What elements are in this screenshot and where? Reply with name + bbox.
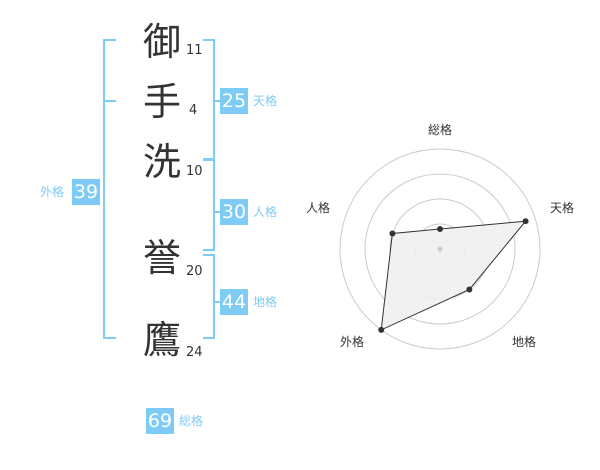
chikaku-label: 地格 bbox=[253, 295, 278, 309]
name-char-5: 鷹 bbox=[142, 318, 181, 362]
tenkaku-label: 天格 bbox=[253, 94, 278, 108]
stroke-count-5: 24 bbox=[186, 345, 203, 360]
radar-ring-3 bbox=[364, 173, 516, 325]
gaikaku-label: 外格 bbox=[40, 185, 65, 199]
name-char-3: 洗 bbox=[142, 140, 181, 184]
axis-label-tenkaku: 天格 bbox=[550, 200, 574, 215]
axis-label-jinkaku: 人格 bbox=[306, 200, 330, 215]
stroke-count-2: 4 bbox=[189, 103, 198, 118]
axis-label-soukaku: 総格 bbox=[428, 122, 452, 137]
soukaku-label: 総格 bbox=[179, 414, 204, 428]
name-char-4: 誉 bbox=[142, 236, 181, 280]
chikaku-value: 44 bbox=[220, 289, 248, 315]
radar-area bbox=[380, 220, 527, 331]
radar-center-dot bbox=[437, 246, 443, 252]
radar-point-0 bbox=[437, 226, 443, 232]
name-char-1: 御 bbox=[142, 20, 181, 64]
stroke-count-3: 10 bbox=[186, 164, 203, 179]
soukaku-value: 69 bbox=[146, 408, 174, 434]
radar-point-4 bbox=[389, 230, 396, 237]
axis-label-chikaku: 地格 bbox=[512, 334, 536, 349]
radar-point-1 bbox=[522, 218, 529, 225]
radar-ring-4 bbox=[339, 148, 541, 350]
gaikaku-value: 39 bbox=[72, 179, 100, 205]
stroke-count-4: 20 bbox=[186, 264, 203, 279]
jinkaku-label: 人格 bbox=[253, 205, 278, 219]
jinkaku-value: 30 bbox=[220, 199, 248, 225]
radar-point-2 bbox=[466, 286, 473, 293]
stroke-count-1: 11 bbox=[186, 43, 203, 58]
radar-point-3 bbox=[378, 326, 385, 333]
axis-label-gaikaku: 外格 bbox=[340, 334, 364, 349]
tenkaku-value: 25 bbox=[220, 88, 248, 114]
name-char-2: 手 bbox=[142, 80, 181, 124]
